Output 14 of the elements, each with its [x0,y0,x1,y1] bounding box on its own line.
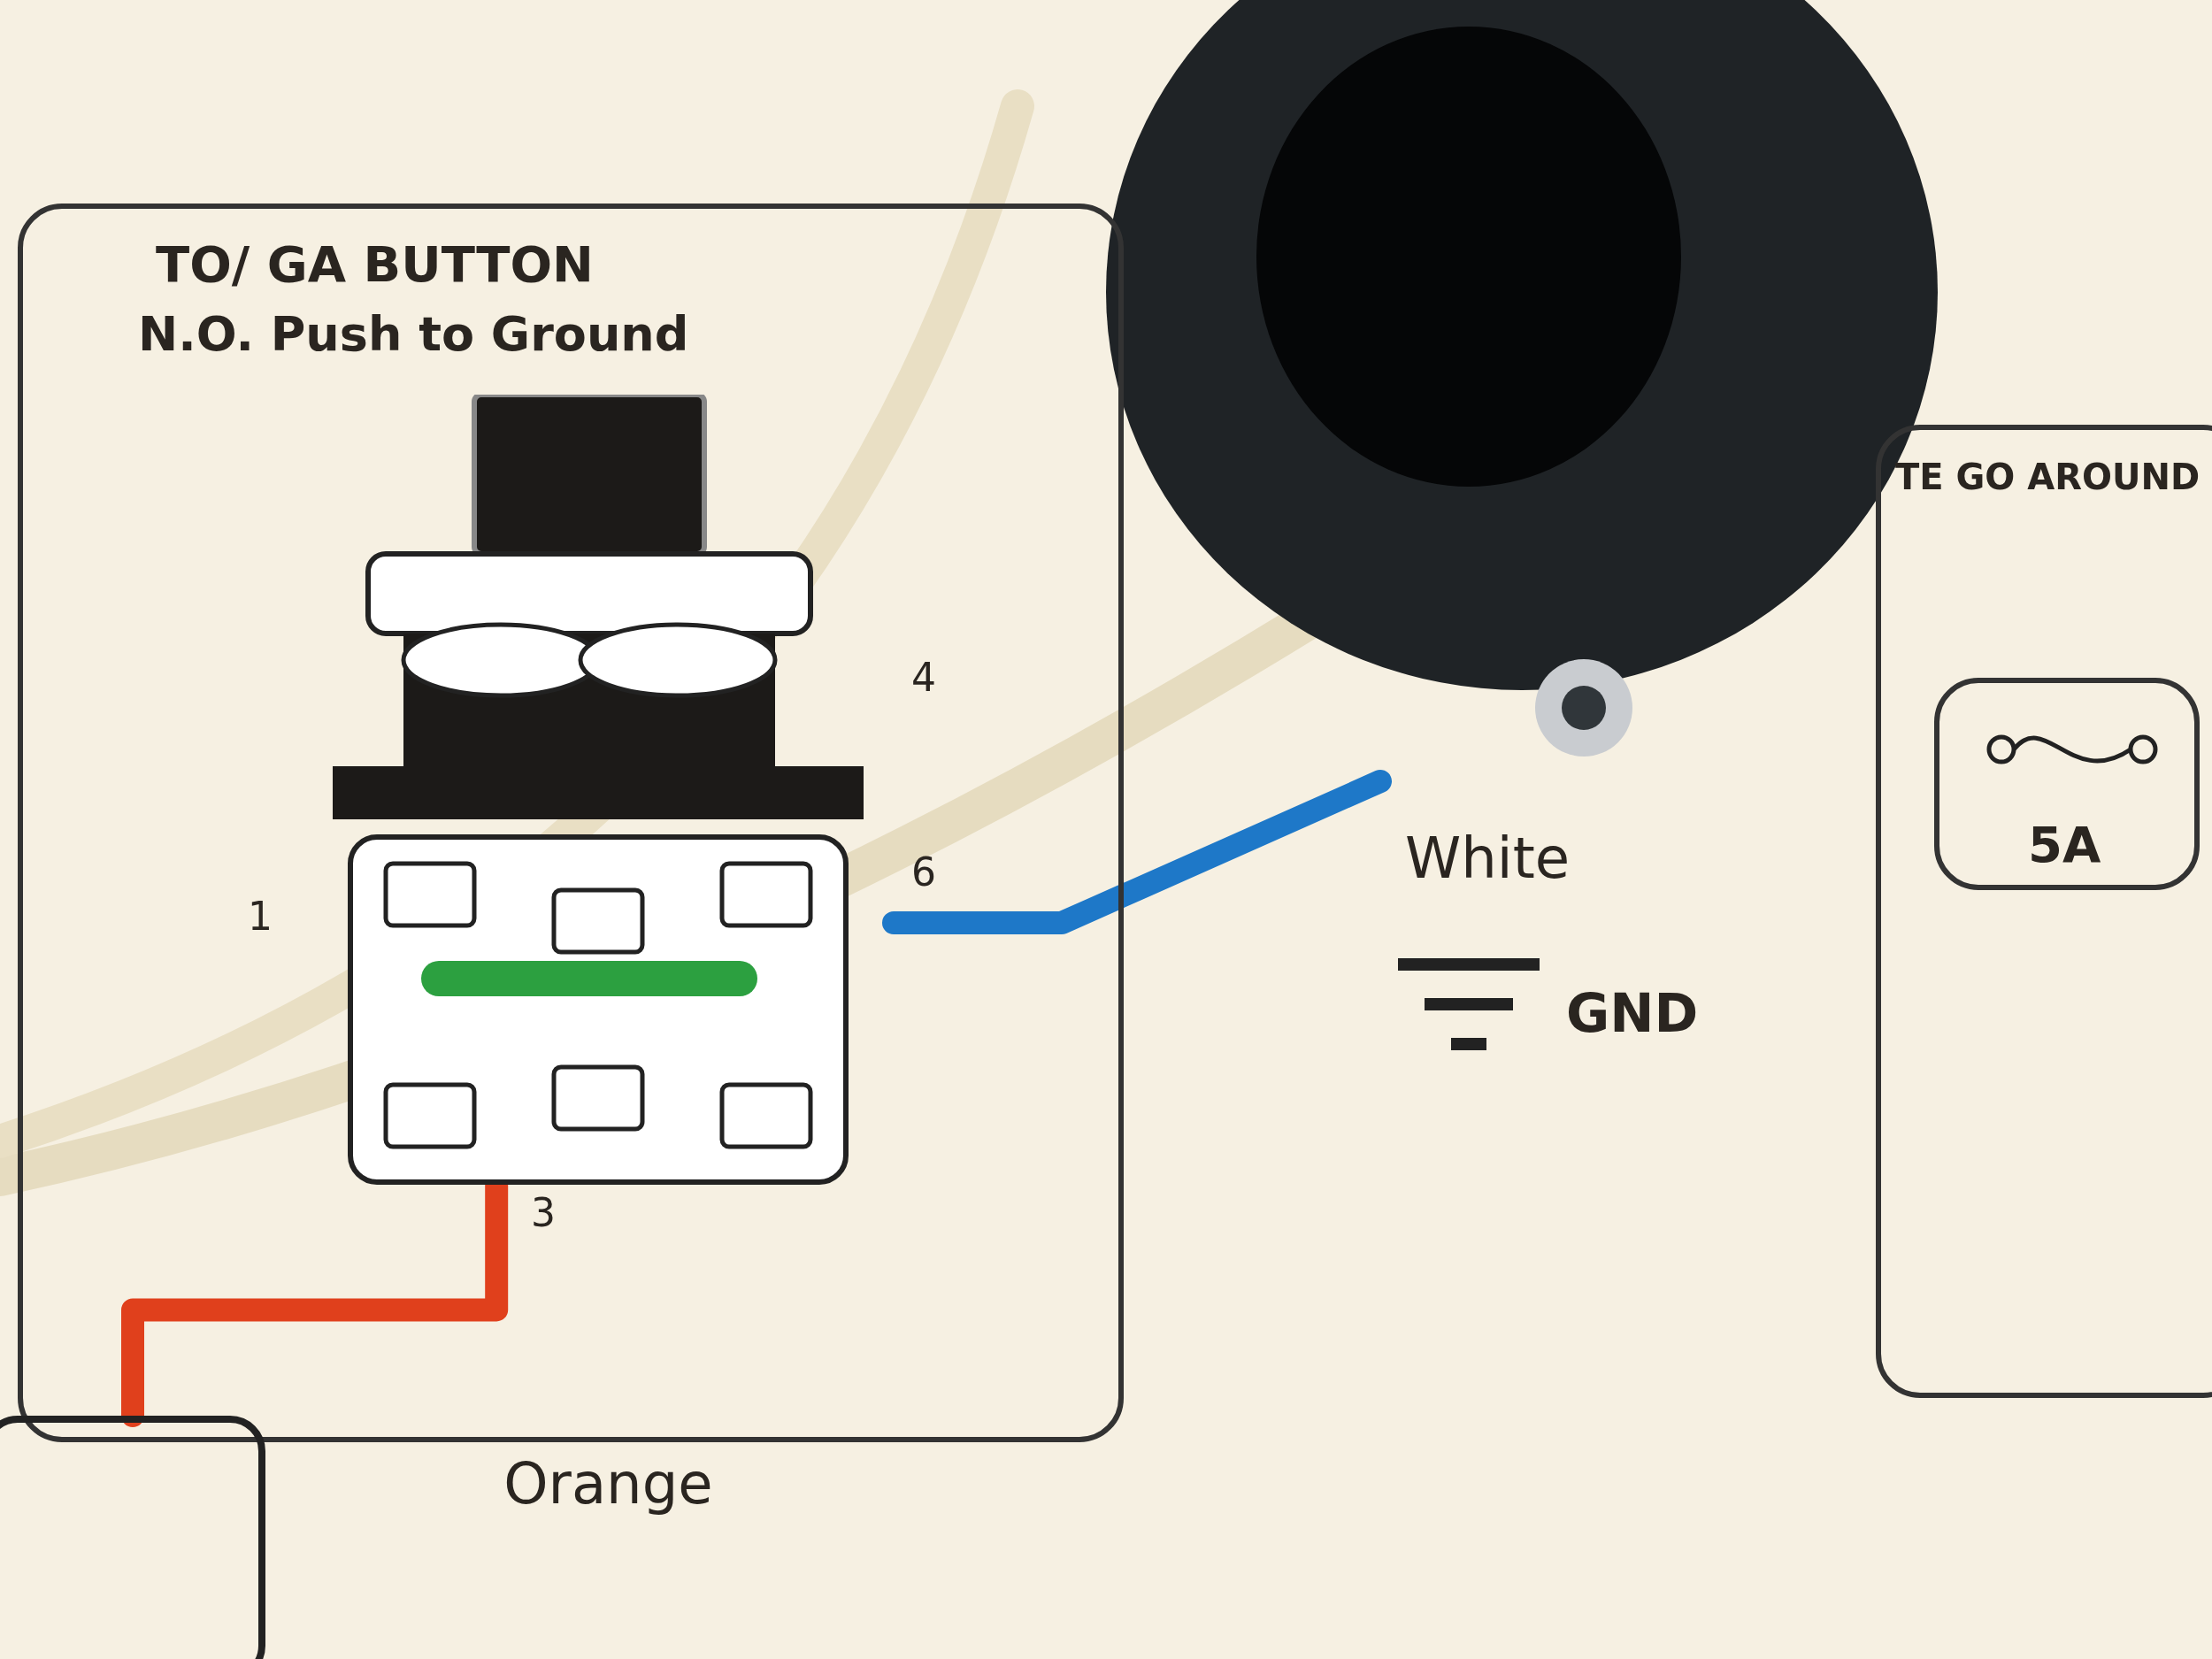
pin-number: 4 [911,655,936,700]
pin-number: 6 [911,849,936,895]
component-box [0,1416,265,1659]
pin-number: 3 [531,1190,556,1235]
panel-subheading: N.O. Push to Ground [138,306,689,362]
panel-heading: TO/ GA BUTTON [156,235,594,293]
diagram-panel [1876,425,2212,1398]
fuse-box [1934,678,2200,890]
pin-number: 1 [248,894,273,939]
panel-heading: TE GO AROUND [1895,457,2200,497]
diagram-panel [18,204,1124,1442]
panel-heading: 5A [2028,816,2101,873]
ground-label: GND [1566,982,1699,1044]
wire [882,770,1392,934]
